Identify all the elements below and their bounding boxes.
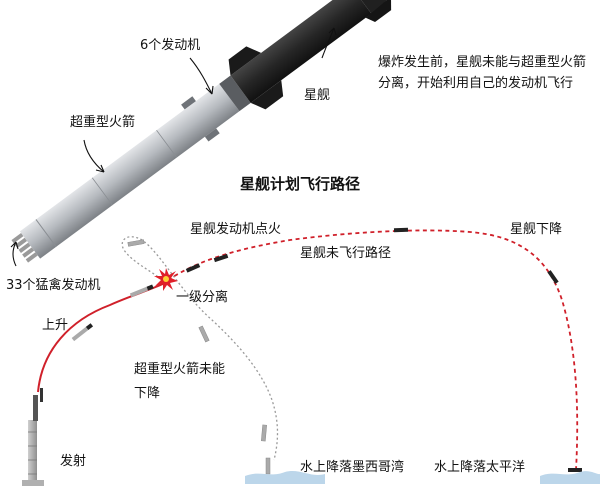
- diagram-title: 星舰计划飞行路径: [240, 175, 361, 193]
- splashdown-pacific-label: 水上降落太平洋: [434, 460, 526, 475]
- arrow-icon: [321, 27, 335, 59]
- starship-ship: [230, 0, 372, 103]
- rocket-marker: [129, 284, 154, 298]
- callout-arrows: [10, 27, 337, 267]
- launch-label: 发射: [60, 454, 87, 469]
- booster-engines: [11, 232, 38, 263]
- booster-marker: [127, 239, 271, 475]
- planned-starship-path: [167, 229, 579, 471]
- launch-tower: [22, 395, 44, 486]
- arrow-icon: [189, 57, 213, 95]
- starship-descent-label: 星舰下降: [510, 222, 563, 237]
- booster-return-path: [121, 236, 279, 461]
- six-engines-label: 6个发动机: [140, 38, 201, 53]
- super-heavy-fail-label-2: 下降: [134, 386, 161, 401]
- explosion-icon: [154, 268, 178, 291]
- rocket-marker: [71, 323, 94, 342]
- ascent-label: 上升: [42, 318, 69, 333]
- arrow-icon: [12, 241, 17, 267]
- arrow-icon: [83, 139, 105, 173]
- starship-marker: [185, 227, 582, 472]
- starship-ignition-label: 星舰发动机点火: [190, 222, 282, 237]
- stage-separation-label: 一级分离: [176, 290, 229, 305]
- splashdown-gulf-label: 水上降落墨西哥湾: [300, 460, 405, 475]
- water-splash-icon: [245, 471, 600, 484]
- super-heavy-booster: [19, 83, 240, 259]
- engines-33-label: 33个猛禽发动机: [6, 278, 101, 293]
- super-heavy-fail-label-1: 超重型火箭未能: [134, 362, 226, 377]
- explosion-note: 爆炸发生前，星舰未能与超重型火箭分离，开始利用自己的发动机飞行: [378, 55, 587, 91]
- starship-label: 星舰: [304, 88, 331, 103]
- starship-unflown-path-label: 星舰未飞行路径: [300, 246, 392, 261]
- starship-rocket-icon: [11, 0, 408, 263]
- super-heavy-label: 超重型火箭: [70, 115, 136, 130]
